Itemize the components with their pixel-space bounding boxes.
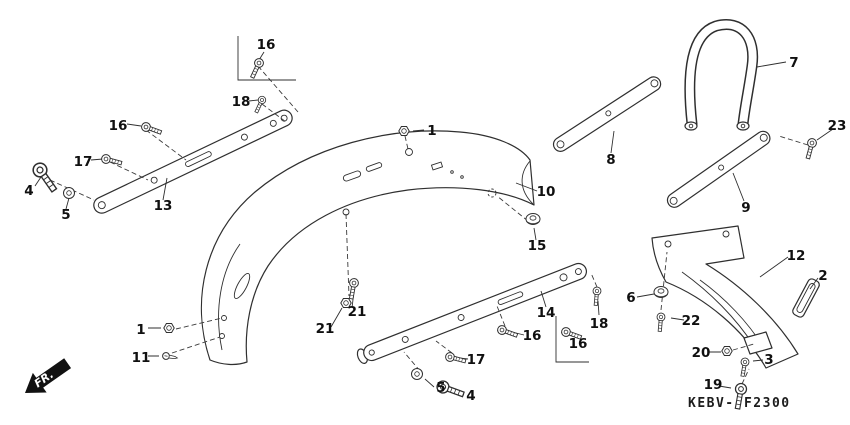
- bolt-icon: [100, 153, 124, 168]
- part-label: 11: [132, 350, 151, 366]
- nut-icon: [721, 346, 733, 356]
- part-label: 7: [789, 55, 798, 71]
- bolt-icon: [139, 120, 164, 138]
- nut-icon: [398, 126, 410, 136]
- diagram-code: KEBV- F2300: [688, 396, 791, 411]
- part-label: 21: [316, 321, 335, 337]
- bolt-icon: [444, 351, 468, 366]
- part-label: 1: [427, 123, 436, 139]
- grommet-icon: [653, 286, 669, 298]
- group-bracket-lines: [237, 36, 589, 363]
- part-label: 22: [682, 313, 701, 329]
- right-side-rail-part: [356, 262, 588, 364]
- rear-stay-bracket-part: [666, 130, 771, 208]
- reflector-part: [792, 278, 820, 318]
- front-stay-bracket-part: [552, 76, 662, 152]
- fr-direction-arrow: FR.: [25, 358, 72, 393]
- part-label: 12: [787, 248, 806, 264]
- bolt-icon: [655, 312, 666, 333]
- part-label: 16: [523, 328, 542, 344]
- part-label: 3: [764, 352, 773, 368]
- part-label: 13: [154, 198, 173, 214]
- part-label: 20: [692, 345, 711, 361]
- rear-fender-part: [200, 130, 535, 366]
- grommet-icon: [525, 213, 541, 225]
- part-label: 18: [590, 316, 609, 332]
- part-label: 6: [626, 290, 635, 306]
- part-labels: 16 18 16 1 17 4 5 13 10 15 7 8 23 9 12 2…: [24, 37, 846, 404]
- left-side-rail-part: [93, 109, 293, 214]
- part-label: 5: [61, 207, 70, 223]
- bolt-icon: [247, 56, 266, 80]
- part-label: 17: [74, 154, 93, 170]
- screw-icon: [161, 351, 179, 362]
- bolt-icon: [495, 323, 520, 341]
- part-label: 19: [704, 377, 723, 393]
- part-label: 21: [348, 304, 367, 320]
- part-label: 16: [257, 37, 276, 53]
- nut-icon: [163, 323, 175, 333]
- part-label: 9: [741, 200, 750, 216]
- part-label: 4: [24, 183, 33, 199]
- part-label: 17: [467, 352, 486, 368]
- bolt-icon: [738, 356, 751, 378]
- fr-arrow-icon: [25, 358, 72, 393]
- washer-icon: [63, 187, 75, 199]
- part-label: 10: [537, 184, 556, 200]
- bolt-icon: [252, 94, 268, 115]
- part-label: 16: [109, 118, 128, 134]
- bolt-icon: [803, 137, 818, 161]
- part-label: 8: [606, 152, 615, 168]
- part-label: 4: [466, 388, 475, 404]
- part-label: 5: [436, 380, 445, 396]
- inner-mudguard-part: [651, 225, 799, 369]
- bolt-icon: [29, 159, 61, 196]
- washer-icon: [411, 368, 423, 380]
- part-label: 1: [136, 322, 145, 338]
- part-label: 14: [537, 305, 556, 321]
- part-label: 23: [828, 118, 847, 134]
- part-label: 15: [528, 238, 547, 254]
- bolt-icon: [591, 286, 602, 307]
- leader-lines: [34, 51, 834, 396]
- part-label: 16: [569, 336, 588, 352]
- grab-rail-part: [684, 19, 759, 131]
- part-label: 2: [818, 268, 827, 284]
- part-label: 18: [232, 94, 251, 110]
